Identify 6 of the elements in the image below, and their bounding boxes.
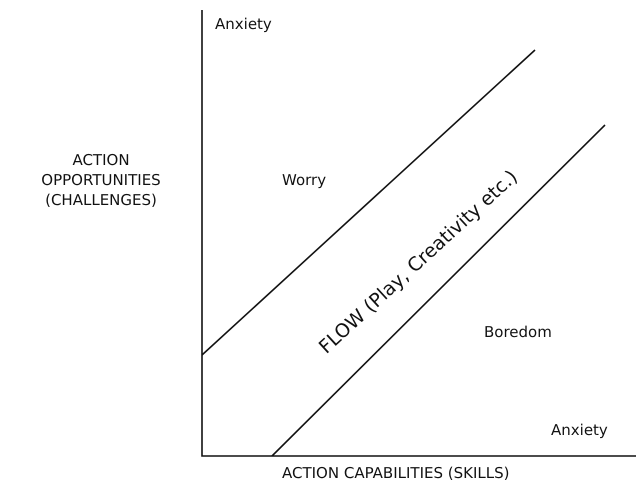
region-label: Boredom xyxy=(484,322,552,342)
region-label: Worry xyxy=(282,170,326,190)
region-label: Anxiety xyxy=(551,420,608,440)
axis-title: ACTION OPPORTUNITIES (CHALLENGES) xyxy=(40,150,162,210)
axis-title: ACTION CAPABILITIES (SKILLS) xyxy=(282,463,510,483)
region-label: Anxiety xyxy=(215,14,272,34)
